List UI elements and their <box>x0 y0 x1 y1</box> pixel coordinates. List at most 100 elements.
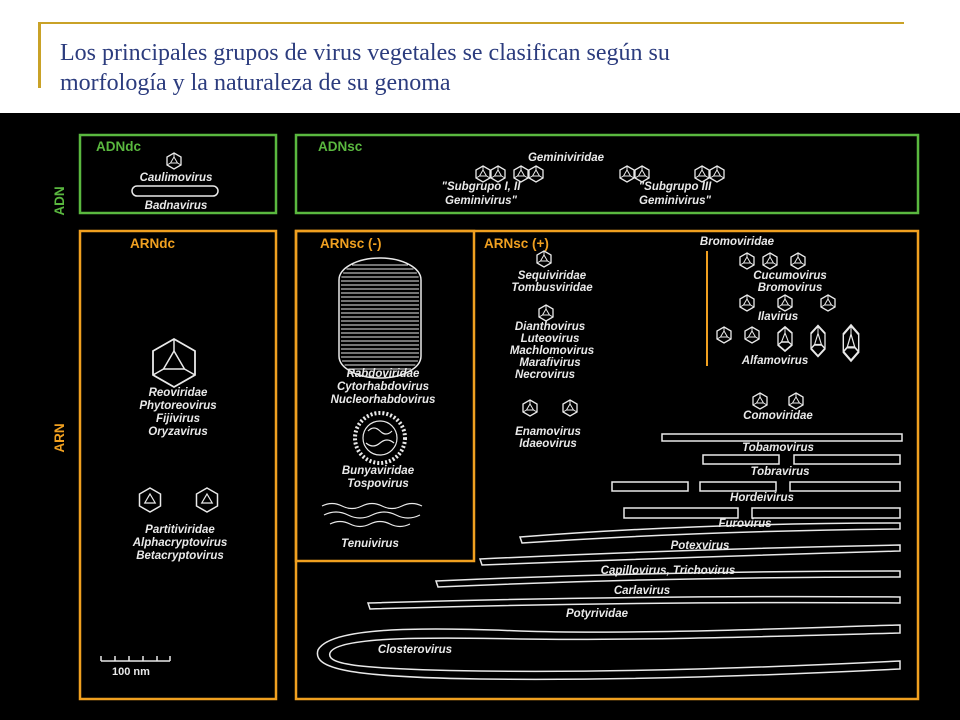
badnavirus-icon <box>131 185 219 197</box>
closterovirus-label: Closterovirus <box>378 644 452 656</box>
idaeovirus-label: Idaeovirus <box>519 438 577 450</box>
hordeivirus-rod-b <box>699 481 777 492</box>
scale-label: 100 nm <box>112 666 150 678</box>
partitiviridae-label: Partitiviridae <box>145 524 215 536</box>
oryzavirus-label: Oryzavirus <box>148 426 207 438</box>
scale-bar <box>100 656 171 662</box>
caulimovirus-icon <box>166 152 182 170</box>
cytorhabdovirus-label: Cytorhabdovirus <box>337 381 429 393</box>
potyviridae-filament <box>366 595 901 610</box>
tobravirus-rod-a <box>702 454 780 465</box>
hordeivirus-rod-c <box>789 481 901 492</box>
arn-label: ARN <box>52 423 67 452</box>
cucumovirus-icon-c <box>790 252 806 270</box>
badnavirus-label: Badnavirus <box>145 200 208 212</box>
potexvirus-filament <box>518 522 901 544</box>
arndc-header: ARNdc <box>130 236 175 251</box>
ilavirus-icon-c <box>820 294 836 312</box>
tobravirus-rod-b <box>793 454 901 465</box>
geminivirus-1-icon-b <box>490 165 506 183</box>
carlavirus-filament <box>434 570 901 588</box>
tospovirus-label: Tospovirus <box>347 478 409 490</box>
ilavirus-label: Ilavirus <box>758 311 798 323</box>
alfamovirus-label: Alfamovirus <box>741 355 808 367</box>
cucumovirus-label: Cucumovirus <box>753 270 827 282</box>
side-accent-line <box>38 22 41 88</box>
reoviridae-icon <box>152 337 196 389</box>
hordeivirus-rod-a <box>611 481 689 492</box>
luteovirus-label: Luteovirus <box>521 333 580 345</box>
tenuivirus-icon <box>321 502 423 528</box>
marafivirus-label: Marafivirus <box>519 357 580 369</box>
title-line-2: morfología y la naturaleza de su genoma <box>60 70 451 96</box>
rhabdovirus-icon <box>338 257 422 379</box>
adndc-header: ADNdc <box>96 139 141 154</box>
bunyaviridae-label: Bunyaviridae <box>342 465 415 477</box>
furovirus-rod-b <box>751 507 901 519</box>
tobravirus-label: Tobravirus <box>750 466 809 478</box>
geminivirus-1-icon-a <box>475 165 491 183</box>
geminivirus-3-icon-d <box>709 165 725 183</box>
arnsc-neg-box <box>294 229 476 563</box>
adnsc-box <box>294 133 920 215</box>
alphacryptovirus-label: Alphacryptovirus <box>132 537 228 549</box>
bromovirus-label: Bromovirus <box>758 282 823 294</box>
carlavirus-label: Carlavirus <box>614 585 670 597</box>
arndc-box <box>78 229 278 701</box>
tombusviridae-label: Tombusviridae <box>511 282 593 294</box>
geminivirus-3-icon-b <box>634 165 650 183</box>
subgrupo-1-line2: Geminivirus" <box>445 195 517 207</box>
cucumovirus-icon-a <box>739 252 755 270</box>
ilavirus-icon-a <box>739 294 755 312</box>
arnsc-pos-header: ARNsc (+) <box>484 236 549 251</box>
betacryptovirus-label: Betacryptovirus <box>136 550 224 562</box>
geminivirus-3-icon-c <box>694 165 710 183</box>
adnsc-header: ADNsc <box>318 139 363 154</box>
tobamovirus-rod <box>661 433 903 442</box>
subgrupo-1-line1: "Subgrupo I, II <box>442 181 522 193</box>
arnsc-neg-header: ARNsc (-) <box>320 236 382 251</box>
tenuivirus-label: Tenuivirus <box>341 538 399 550</box>
nucleorhabdovirus-label: Nucleorhabdovirus <box>331 394 436 406</box>
necrovirus-label: Necrovirus <box>515 369 575 381</box>
ilavirus-icon-b <box>777 294 793 312</box>
sequiviridae-label: Sequiviridae <box>518 270 587 282</box>
geminivirus-3-icon-a <box>619 165 635 183</box>
caulimovirus-label: Caulimovirus <box>140 172 213 184</box>
fijivirus-label: Fijivirus <box>156 413 200 425</box>
enamovirus-icon-b <box>562 399 578 417</box>
furovirus-rod-a <box>623 507 739 519</box>
comoviridae-label: Comoviridae <box>743 410 813 422</box>
enamovirus-icon-a <box>522 399 538 417</box>
geminivirus-1-icon-d <box>528 165 544 183</box>
sequiviridae-icon <box>536 250 552 268</box>
phytoreovirus-label: Phytoreovirus <box>139 400 216 412</box>
subgrupo-3-line1: "Subgrupo III <box>639 181 712 193</box>
virus-classification-diagram: ADN ARN ADNdc Caulimovirus Badnavirus AD… <box>0 113 960 720</box>
partitiviridae-icon-b <box>195 487 219 513</box>
capillovirus-filament <box>478 544 901 566</box>
reoviridae-label: Reoviridae <box>149 387 208 399</box>
slide-title: Los principales grupos de virus vegetale… <box>60 38 940 98</box>
potyviridae-label: Potyrividae <box>566 608 629 620</box>
top-accent-line <box>40 22 904 24</box>
bromoviridae-label: Bromoviridae <box>700 236 775 248</box>
subgrupo-3-line2: Geminivirus" <box>639 195 711 207</box>
dianthovirus-icon <box>538 304 554 322</box>
geminiviridae-label: Geminiviridae <box>528 152 605 164</box>
enamovirus-label: Enamovirus <box>515 426 581 438</box>
closterovirus-filament <box>316 624 901 681</box>
bunyavirus-icon <box>353 411 407 465</box>
hordeivirus-label: Hordeivirus <box>730 492 794 504</box>
adn-label: ADN <box>52 186 67 215</box>
machlomovirus-label: Machlomovirus <box>510 345 594 357</box>
dianthovirus-label: Dianthovirus <box>515 321 585 333</box>
diagram-canvas: ADN ARN ADNdc Caulimovirus Badnavirus AD… <box>52 133 920 701</box>
adndc-box <box>78 133 278 215</box>
title-line-1: Los principales grupos de virus vegetale… <box>60 40 670 66</box>
rhabdoviridae-label: Rabdoviridae <box>347 368 420 380</box>
geminivirus-1-icon-c <box>513 165 529 183</box>
partitiviridae-icon-a <box>138 487 162 513</box>
comoviridae-icon-a <box>752 392 768 410</box>
tobamovirus-label: Tobamovirus <box>742 442 814 454</box>
